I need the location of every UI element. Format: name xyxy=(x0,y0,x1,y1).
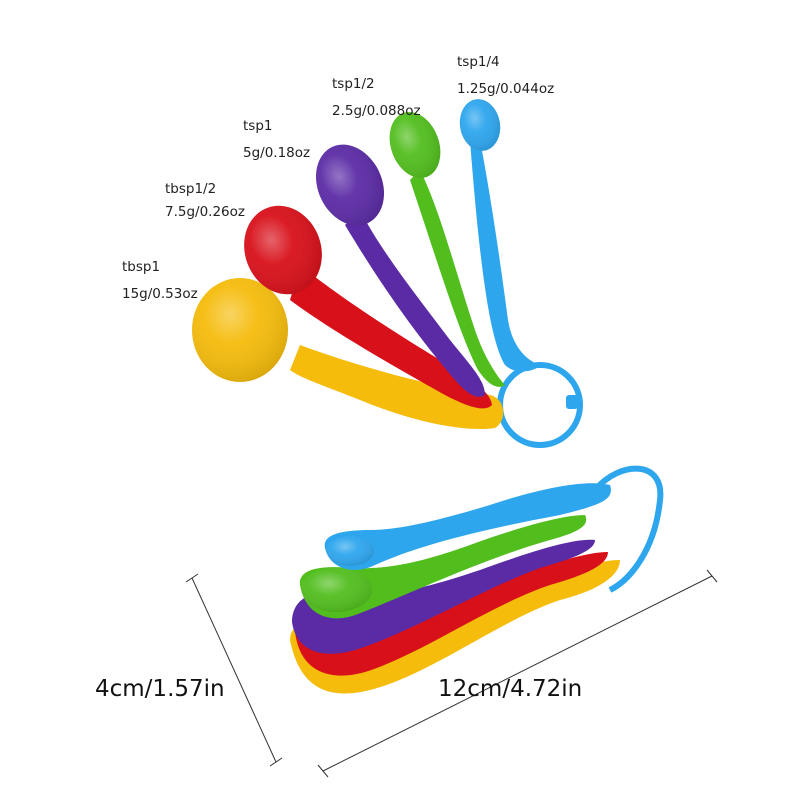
spoon-label-tsp1-2: tsp1/2 2.5g/0.088oz xyxy=(332,75,421,120)
spoon-name: tsp1/2 xyxy=(332,76,375,92)
height-dimension-label: 4cm/1.57in xyxy=(95,676,225,702)
stacked-spoons xyxy=(290,465,664,694)
spoon-label-tbsp1-2: tbsp1/2 7.5g/0.26oz xyxy=(165,180,245,221)
spoon-label-tsp1: tsp1 5g/0.18oz xyxy=(243,117,310,162)
spoon-green xyxy=(389,112,505,387)
spoon-red xyxy=(244,205,492,409)
spoon-label-tbsp1: tbsp1 15g/0.53oz xyxy=(122,258,198,303)
spoon-name: tbsp1/2 xyxy=(165,181,217,197)
spoon-blue xyxy=(459,99,540,372)
height-dimension-line xyxy=(191,577,277,763)
spoon-yellow xyxy=(192,278,504,430)
spoon-name: tsp1/4 xyxy=(457,54,500,70)
fanned-spoons xyxy=(192,99,583,448)
spoon-weight: 2.5g/0.088oz xyxy=(332,103,421,119)
length-dimension-label: 12cm/4.72in xyxy=(438,676,583,702)
spoon-weight: 7.5g/0.26oz xyxy=(165,204,245,220)
spoon-weight: 5g/0.18oz xyxy=(243,145,311,161)
dimension-lines xyxy=(185,569,718,778)
spoon-weight: 15g/0.53oz xyxy=(122,286,198,302)
length-dimension-line xyxy=(322,575,713,772)
spoon-weight: 1.25g/0.044oz xyxy=(457,81,555,97)
spoon-name: tsp1 xyxy=(243,118,273,134)
spoon-label-tsp1-4: tsp1/4 1.25g/0.044oz xyxy=(457,53,554,98)
spoon-purple xyxy=(315,144,485,397)
spoon-name: tbsp1 xyxy=(122,259,161,275)
